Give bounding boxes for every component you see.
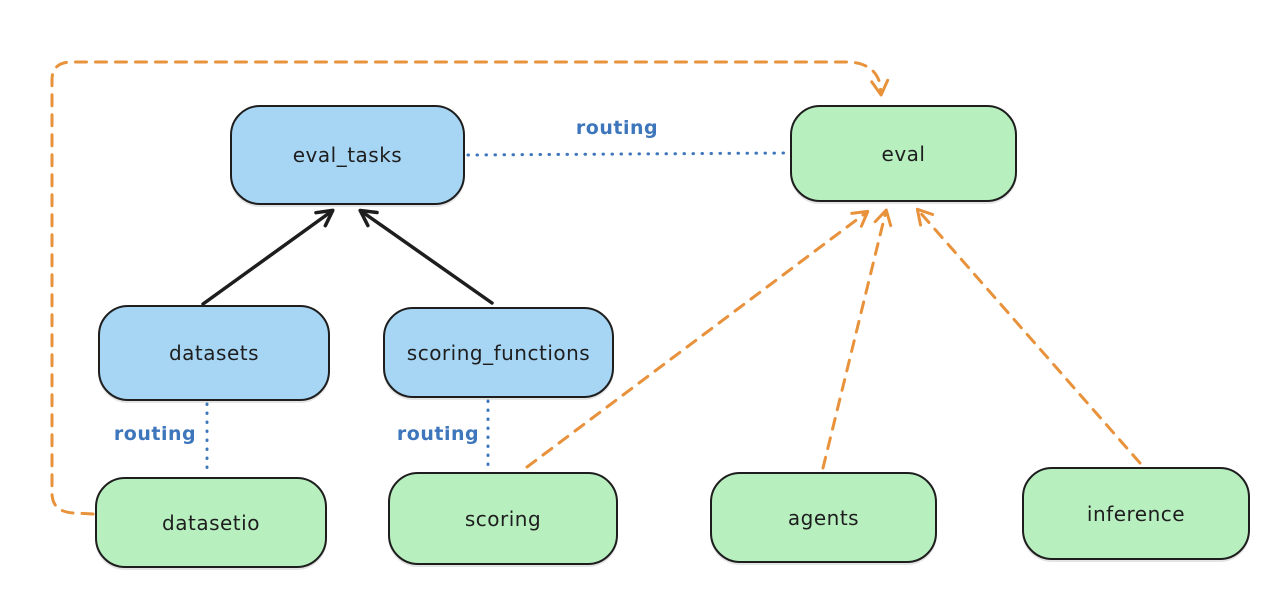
node-inference-label: inference: [1086, 501, 1186, 526]
edge-label-routing-datasets-datasetio: routing: [113, 423, 197, 445]
edge-datasetio-eval-arrow: [50, 60, 890, 516]
node-scoring-label: scoring: [464, 506, 542, 531]
edge-scoringfunctions-evaltasks-arrow: [358, 208, 494, 305]
node-scoring-functions-label: scoring_functions: [406, 340, 591, 365]
node-scoring: scoring: [388, 472, 618, 565]
node-scoring-functions: scoring_functions: [383, 307, 614, 398]
edge-routing-evaltasks-eval: [466, 151, 787, 157]
node-inference: inference: [1022, 467, 1250, 560]
node-agents: agents: [710, 472, 937, 563]
edge-agents-eval-arrow: [821, 208, 893, 470]
node-eval: eval: [790, 105, 1017, 202]
edge-label-routing-scoringfunctions-scoring: routing: [396, 423, 480, 445]
edge-inference-eval-arrow: [915, 207, 1142, 465]
node-agents-label: agents: [787, 505, 860, 530]
node-datasetio-label: datasetio: [162, 510, 260, 535]
node-datasets-label: datasets: [168, 341, 260, 365]
node-eval-label: eval: [881, 141, 926, 166]
edge-datasets-evaltasks-arrow: [201, 208, 335, 306]
node-datasets: datasets: [98, 305, 330, 401]
edge-scoring-eval-arrow: [525, 209, 870, 469]
node-eval-tasks: eval_tasks: [230, 105, 465, 205]
node-datasetio: datasetio: [95, 477, 327, 568]
node-eval-tasks-label: eval_tasks: [292, 143, 403, 167]
edge-label-routing-evaltasks-eval: routing: [575, 117, 659, 139]
